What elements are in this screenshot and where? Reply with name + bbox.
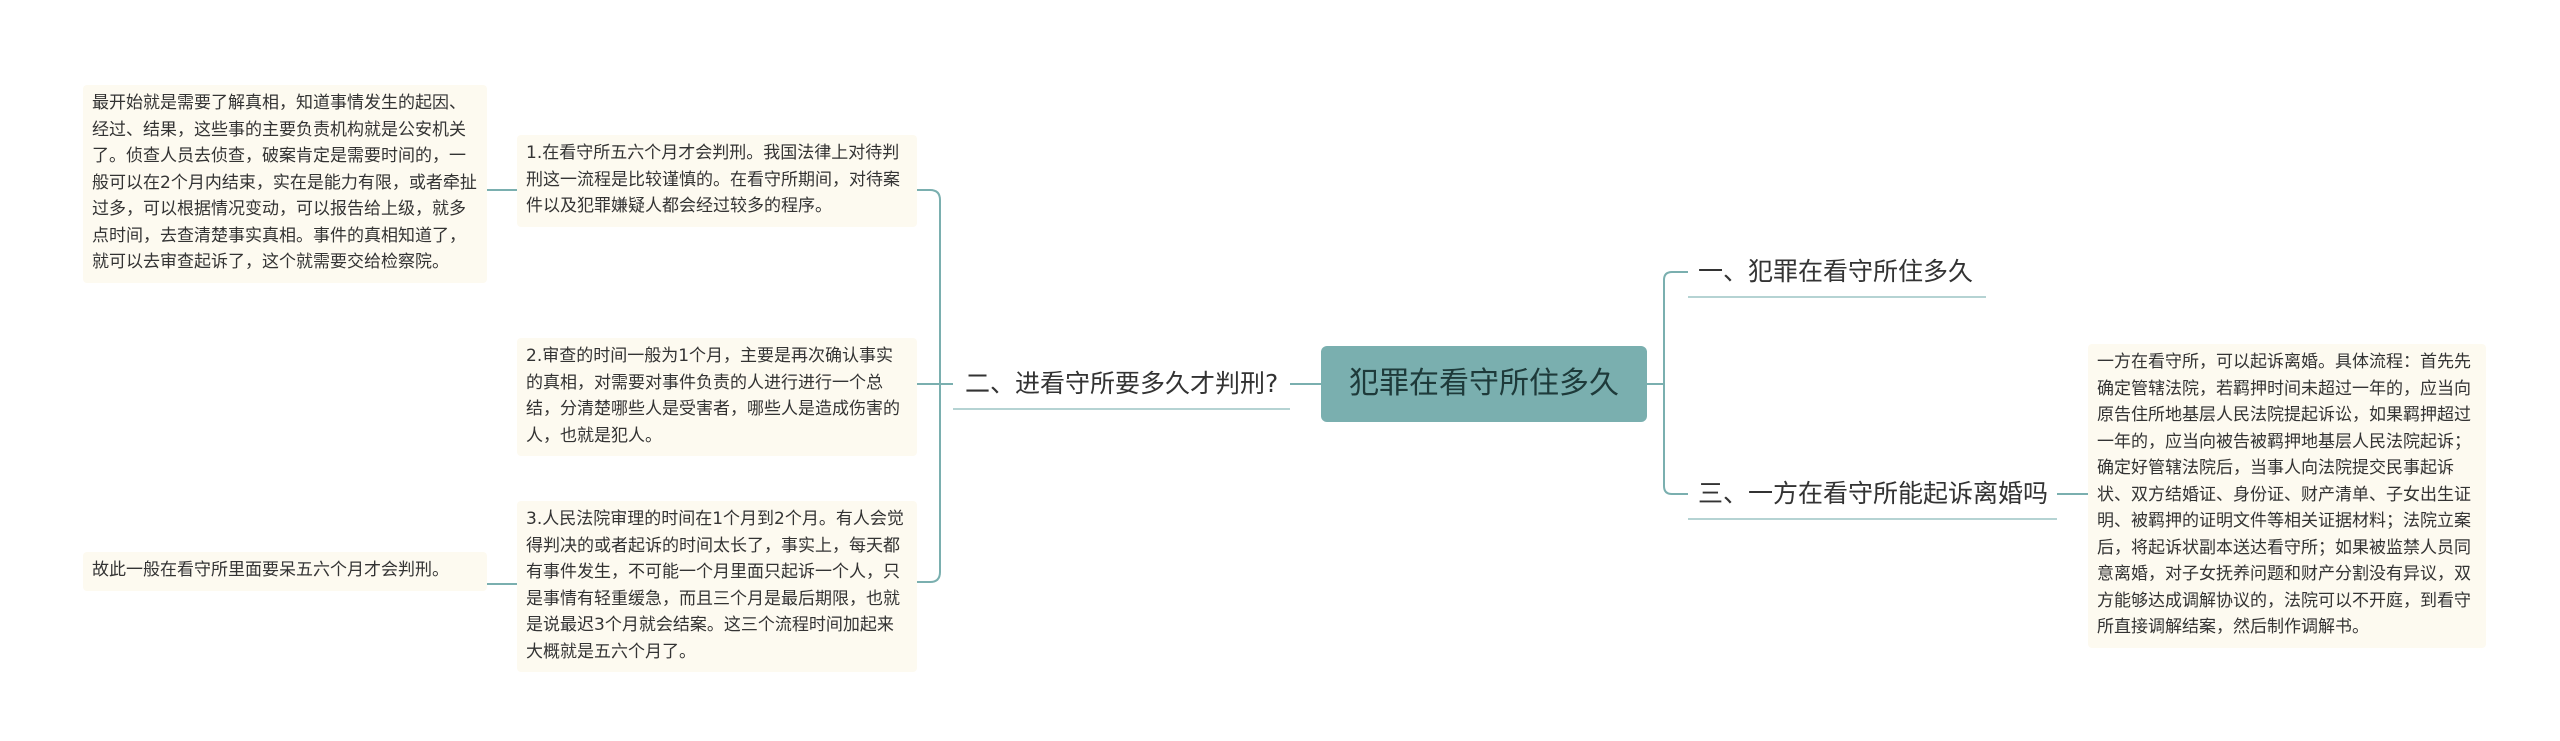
leaf-trial-timing[interactable]: 1.在看守所五六个月才会判刑。我国法律上对待判刑这一流程是比较谨慎的。在看守所期… xyxy=(517,135,917,227)
leaf-conclusion-detail[interactable]: 故此一般在看守所里面要呆五六个月才会判刑。 xyxy=(83,552,487,591)
leaf-investigation-detail[interactable]: 最开始就是需要了解真相，知道事情发生的起因、经过、结果，这些事的主要负责机构就是… xyxy=(83,85,487,283)
leaf-divorce-procedure[interactable]: 一方在看守所，可以起诉离婚。具体流程：首先先确定管辖法院，若羁押时间未超过一年的… xyxy=(2088,344,2486,648)
leaf-court-hearing[interactable]: 3.人民法院审理的时间在1个月到2个月。有人会觉得判决的或者起诉的时间太长了，事… xyxy=(517,501,917,672)
root-topic[interactable]: 犯罪在看守所住多久 xyxy=(1321,346,1647,422)
branch-3[interactable]: 三、一方在看守所能起诉离婚吗 xyxy=(1698,479,2049,508)
connector-branch2-leaves xyxy=(917,189,953,583)
connector-root-right xyxy=(1647,271,1688,495)
leaf-review-period[interactable]: 2.审查的时间一般为1个月，主要是再次确认事实的真相，对需要对事件负责的人进行进… xyxy=(517,338,917,456)
branch-2[interactable]: 二、进看守所要多久才判刑? xyxy=(965,369,1279,398)
branch-1[interactable]: 一、犯罪在看守所住多久 xyxy=(1698,257,1974,286)
